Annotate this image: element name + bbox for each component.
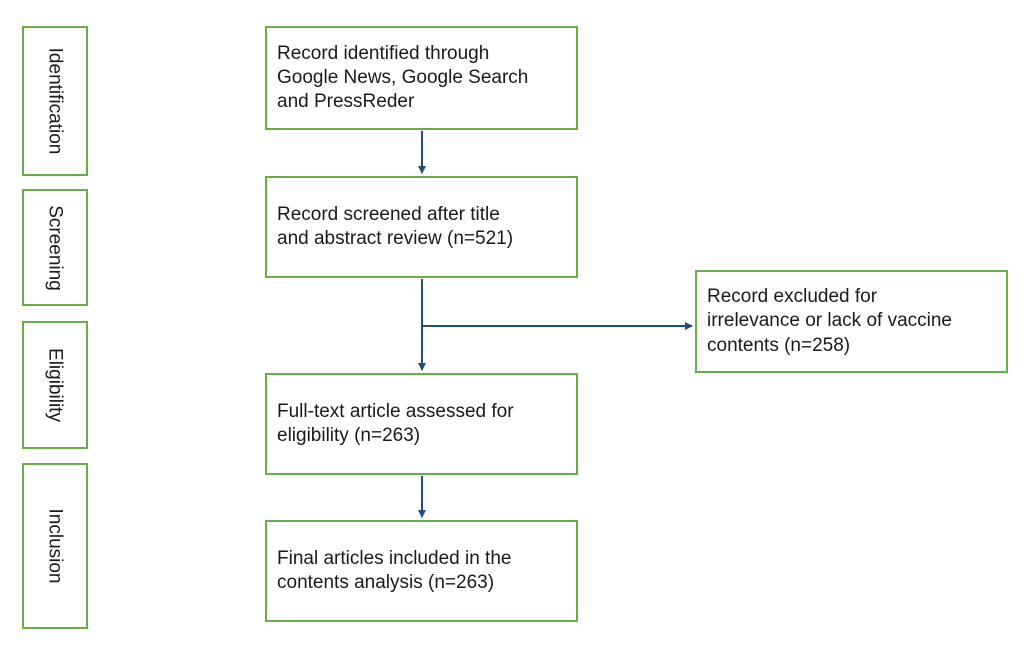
stage-screening: Screening bbox=[22, 189, 88, 306]
stage-eligibility-label: Eligibility bbox=[44, 348, 66, 422]
stage-screening-label: Screening bbox=[44, 204, 66, 291]
stage-identification-label: Identification bbox=[44, 47, 66, 155]
eligibility-text: Full-text article assessed for eligibili… bbox=[277, 400, 514, 446]
stage-inclusion-label: Inclusion bbox=[44, 508, 66, 584]
included-box: Final articles included in the contents … bbox=[265, 520, 578, 622]
records-screened-box: Record screened after title and abstract… bbox=[265, 176, 578, 278]
included-text: Final articles included in the contents … bbox=[277, 547, 512, 593]
stage-eligibility: Eligibility bbox=[22, 321, 88, 449]
records-excluded-box: Record excluded for irrelevance or lack … bbox=[695, 270, 1008, 373]
stage-identification: Identification bbox=[22, 26, 88, 176]
eligibility-box: Full-text article assessed for eligibili… bbox=[265, 373, 578, 475]
stage-inclusion: Inclusion bbox=[22, 463, 88, 629]
records-screened-text: Record screened after title and abstract… bbox=[277, 203, 514, 249]
records-identified-box: Record identified through Google News, G… bbox=[265, 26, 578, 130]
records-identified-text: Record identified through Google News, G… bbox=[277, 42, 529, 113]
records-excluded-text: Record excluded for irrelevance or lack … bbox=[707, 286, 952, 356]
